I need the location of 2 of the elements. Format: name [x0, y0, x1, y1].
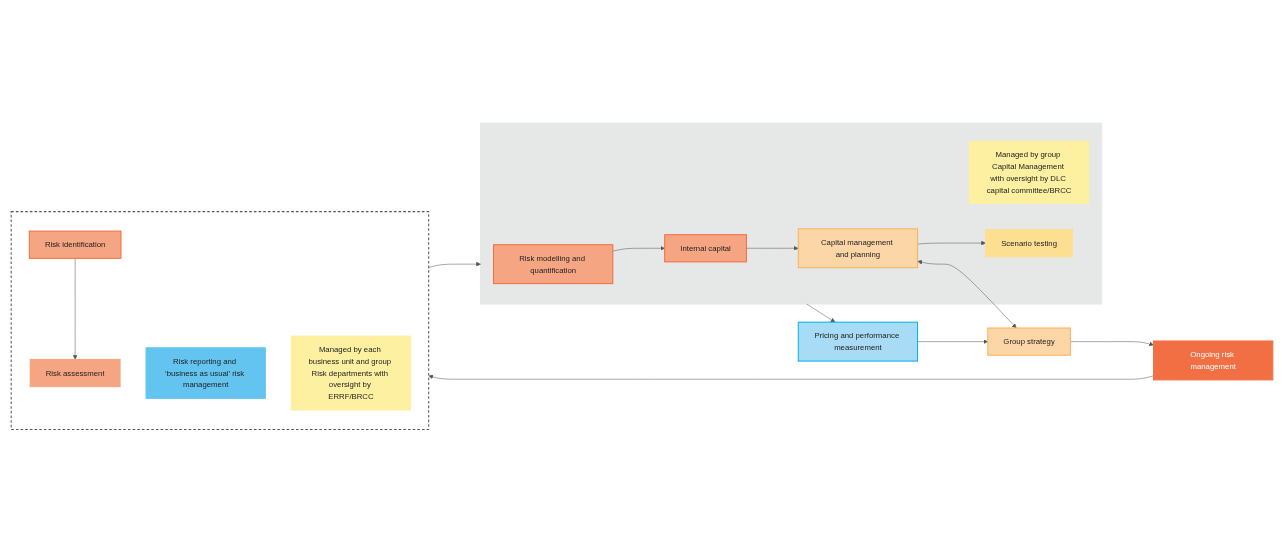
cluster: [480, 122, 1103, 305]
cluster: [10, 210, 430, 430]
